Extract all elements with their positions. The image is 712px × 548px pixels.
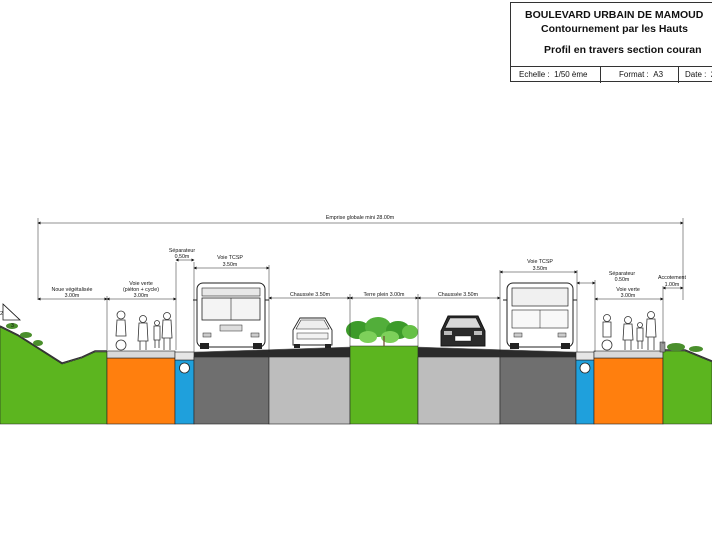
road-surface-left: [194, 347, 350, 357]
scale-cell: Echelle : 1/50 ème: [511, 66, 601, 83]
dim-separateur-left-width: 0.50m: [175, 254, 190, 260]
title-block-main: BOULEVARD URBAIN DE MAMOUD Contournement…: [511, 3, 712, 67]
dim-tcsp-left-name: Voie TCSP: [217, 255, 243, 261]
shrubs-right-embankment: [667, 343, 703, 352]
date-value: 2: [711, 66, 712, 83]
slope-value-bottom: 3: [11, 323, 14, 329]
scale-label: Echelle :: [519, 70, 550, 79]
tcsp-right: [499, 356, 577, 425]
format-label: Format :: [619, 70, 649, 79]
date-cell: Date : 2: [679, 66, 712, 83]
dim-separateur-right-width: 0.50m: [615, 277, 630, 283]
dim-accotement-width: 1.00m: [665, 282, 680, 288]
project-subtitle: Contournement par les Hauts: [541, 23, 689, 35]
left-embankment: [0, 326, 108, 425]
shrubs-left-embankment: [6, 323, 43, 346]
tcsp-left: [193, 356, 270, 425]
drawing-title: Profil en travers section couran: [544, 44, 702, 56]
drain-pipe-right: [579, 362, 591, 374]
dim-voie-verte-left-sub: (piéton + cycle): [123, 287, 159, 293]
shrubs-terre-plein: [346, 317, 418, 346]
car-right: [440, 315, 486, 347]
title-block: BOULEVARD URBAIN DE MAMOUD Contournement…: [510, 2, 712, 83]
kerb-right: [575, 351, 595, 361]
voie-verte-right: [593, 357, 664, 425]
kerb-left: [174, 351, 195, 361]
road-edge-line-right: [417, 346, 577, 353]
scale-value: 1/50 ème: [554, 70, 588, 79]
project-title: BOULEVARD URBAIN DE MAMOUD: [525, 9, 704, 21]
chaussee-left: [268, 356, 351, 425]
dim-accotement-name: Accotement: [658, 275, 686, 281]
dim-terre-plein: Terre plein 3.00m: [364, 292, 406, 298]
dim-chaussee-left: Chaussée 3.50m: [290, 292, 331, 298]
voie-verte-left: [106, 357, 176, 425]
embankment-edge: [0, 325, 107, 364]
slope-indicator: 2 3: [0, 303, 22, 329]
pedestrians-left: [115, 310, 173, 351]
accotement-wall: [659, 341, 666, 353]
format-cell: Format : A3: [601, 66, 679, 83]
car-left: [292, 317, 333, 348]
dim-overall-label: Emprise globale mini 28.00m: [326, 215, 395, 221]
pedestrians-right: [601, 311, 657, 351]
drain-pipe-left: [179, 362, 190, 374]
road-surface-right: [418, 347, 576, 357]
dim-voie-verte-right-width: 3.00m: [621, 293, 636, 299]
slope-value-left: 2: [0, 311, 3, 317]
dim-separateur-left-name: Séparateur: [169, 248, 195, 254]
voie-verte-left-surface: [106, 350, 176, 359]
dim-tcsp-right-name: Voie TCSP: [527, 259, 553, 265]
dim-tcsp-right-width: 3.50m: [533, 266, 548, 272]
format-value: A3: [653, 70, 664, 79]
dim-voie-verte-right-name: Voie verte: [616, 287, 640, 293]
terre-plein: [349, 345, 419, 425]
dim-chaussee-right: Chaussée 3.50m: [438, 292, 479, 298]
dim-noue-width: 3.00m: [65, 293, 80, 299]
bus-left: [193, 282, 269, 349]
dim-voie-verte-left-width: 3.00m: [134, 293, 149, 299]
bus-right: [503, 282, 577, 349]
dim-voie-verte-left-name: Voie verte: [129, 281, 153, 287]
dim-tcsp-left-width: 3.50m: [223, 262, 238, 268]
dim-separateur-right-name: Séparateur: [609, 271, 635, 277]
chaussee-right: [417, 356, 501, 425]
road-edge-line-left: [193, 346, 351, 353]
voie-verte-right-surface: [593, 350, 664, 359]
dim-noue-name: Noue végétalisée: [52, 287, 93, 293]
date-label: Date :: [685, 70, 707, 79]
right-embankment: [662, 350, 712, 425]
